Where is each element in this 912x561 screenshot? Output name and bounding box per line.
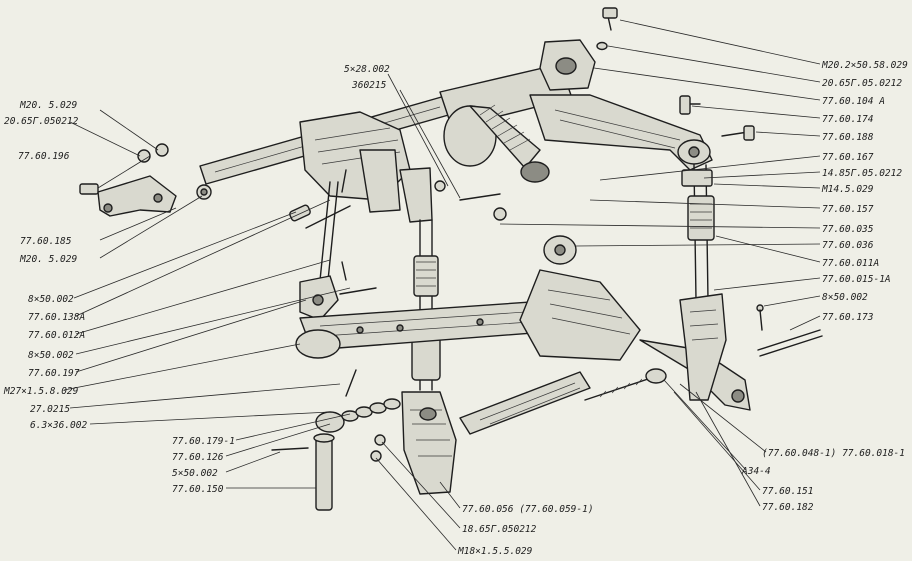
lower-claw — [401, 391, 457, 495]
part-label: 77.60.150 — [172, 484, 224, 495]
top-bracket — [539, 7, 618, 91]
part-label: 14.85Г.05.0212 — [822, 168, 902, 179]
left-housing — [299, 111, 433, 223]
part-label: 77.60.157 — [822, 204, 874, 215]
part-label: 77.60.173 — [822, 312, 874, 323]
part-label: 77.60.012A — [28, 330, 85, 341]
part-label: 77.60.197 — [28, 368, 80, 379]
part-label: 77.60.185 — [20, 236, 72, 247]
part-label: 77.60.035 — [822, 224, 874, 235]
part-label: M20. 5.029 — [19, 100, 77, 111]
left-bracket-plate — [79, 143, 212, 217]
assembly-drawing — [79, 7, 823, 511]
part-label: 77.60.126 — [172, 452, 224, 463]
part-labels: M20.2×50.58.029 20.65Г.05.0212 77.60.104… — [3, 60, 908, 557]
part-label: 77.60.036 — [822, 240, 874, 251]
part-label: 77.60.196 — [18, 151, 70, 162]
part-label: 360215 — [351, 80, 387, 91]
part-label: 77.60.182 — [762, 502, 814, 513]
part-label: 27.0215 — [30, 404, 70, 415]
center-vertical-link — [411, 219, 441, 391]
part-label: 77.60.056 (77.60.059-1) — [462, 504, 594, 515]
right-vertical-link — [681, 164, 715, 301]
leader-lines — [63, 19, 821, 551]
part-label: 77.60.188 — [822, 132, 874, 143]
part-label: 77.60.138A — [28, 312, 85, 323]
part-label: 20.65Г.050212 — [4, 116, 79, 127]
part-label: 77.60.015-1A — [822, 274, 891, 285]
upper-right-lift-arm — [529, 94, 713, 171]
part-label: M20.2×50.58.029 — [821, 60, 908, 71]
left-vertical-link — [299, 181, 339, 321]
part-label: M27×1.5.8.029 — [3, 386, 79, 397]
part-label: 8×50.002 — [28, 350, 74, 361]
part-label: 77.60.151 — [762, 486, 813, 497]
part-label: 20.65Г.05.0212 — [822, 78, 902, 89]
part-label: M14.5.029 — [821, 184, 874, 195]
lower-main-beam — [295, 299, 573, 359]
part-label: 8×50.002 — [28, 294, 74, 305]
part-label: 8×50.002 — [822, 292, 868, 303]
part-label: 5×28.002 — [344, 64, 390, 75]
small-fasteners — [289, 95, 764, 462]
part-label: (77.60.048-1) 77.60.018-1 — [762, 448, 905, 459]
part-label: 77.60.179-1 — [172, 436, 235, 447]
lower-stabilizer-strut — [459, 371, 661, 435]
part-label: 77.60.104 A — [822, 96, 885, 107]
bellows-cylinder — [443, 104, 550, 183]
part-label: A34-4 — [741, 466, 771, 477]
lower-central-housing — [519, 235, 641, 361]
part-label: M20. 5.029 — [19, 254, 77, 265]
part-label: 77.60.011A — [822, 258, 879, 269]
vertical-pin — [271, 433, 335, 511]
part-label: 77.60.167 — [822, 152, 874, 163]
part-label: 5×50.002 — [172, 468, 218, 479]
part-label: 6.3×36.002 — [30, 420, 87, 431]
right-lower-arm — [639, 293, 823, 411]
part-label: M18×1.5.5.029 — [457, 546, 533, 557]
part-label: 77.60.174 — [822, 114, 874, 125]
part-label: 18.65Г.050212 — [462, 524, 537, 535]
